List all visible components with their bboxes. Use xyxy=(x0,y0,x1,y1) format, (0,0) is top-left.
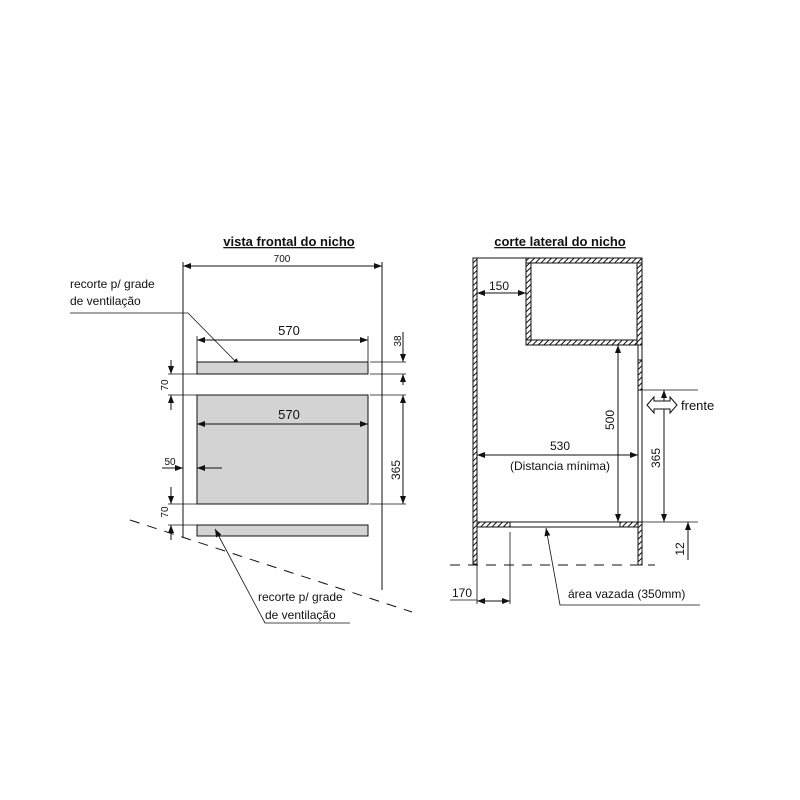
front-height-dimension: 365 xyxy=(649,448,663,468)
front-wall-mid xyxy=(637,359,643,391)
open-area-label: área vazada (350mm) xyxy=(568,587,685,601)
side-offset-dimension: 50 xyxy=(164,457,176,468)
shelf-rear xyxy=(476,521,511,528)
bottom-vent-label-line2: de ventilação xyxy=(265,608,336,622)
upper-box-back xyxy=(525,262,532,346)
upper-box-top xyxy=(525,257,643,264)
bottom-vent-label-line1: recorte p/ grade xyxy=(258,590,343,604)
oven-width-dimension: 570 xyxy=(278,407,300,422)
width-dimension: 700 xyxy=(274,254,291,265)
top-slot-height-dimension: 38 xyxy=(393,335,404,347)
rear-wall xyxy=(472,257,478,565)
open-area-leader xyxy=(544,527,700,606)
front-view-title: vista frontal do nicho xyxy=(223,234,355,249)
upper-box-bottom xyxy=(525,339,639,346)
rear-gap-dimension: 150 xyxy=(489,279,509,293)
height-dimension: 500 xyxy=(603,410,617,430)
shelf-open-area xyxy=(509,521,621,528)
top-vent-cutout xyxy=(196,361,369,375)
front-wall-gap xyxy=(637,344,643,361)
bottom-vent-leader xyxy=(214,528,350,624)
front-view: vista frontal do nicho 700 recorte p/ gr… xyxy=(70,234,413,624)
oven-height-dimension: 365 xyxy=(389,460,403,480)
top-gap-dimension: 70 xyxy=(160,379,171,391)
back-dimension: 170 xyxy=(452,586,472,600)
bottom-vent-cutout xyxy=(196,524,369,537)
top-vent-label-line2: de ventilação xyxy=(70,294,141,308)
slot-width-dimension: 570 xyxy=(278,323,300,338)
side-view-title: corte lateral do nicho xyxy=(494,234,626,249)
side-view: corte lateral do nicho 150 500 530 (Dist… xyxy=(450,234,714,606)
oven-cutout xyxy=(196,394,369,505)
front-label: frente xyxy=(681,398,714,413)
shelf-front xyxy=(619,521,639,528)
top-vent-leader xyxy=(70,312,241,367)
front-wall-upper xyxy=(636,262,643,346)
depth-note: (Distancia mínima) xyxy=(510,459,610,473)
front-wall-lower xyxy=(637,521,643,566)
depth-dimension: 530 xyxy=(550,439,570,453)
front-opening xyxy=(637,389,643,523)
shelf-height-dimension: 12 xyxy=(673,542,687,556)
double-arrow-icon xyxy=(646,395,678,415)
bottom-gap-dimension: 70 xyxy=(160,506,171,518)
floor-dashed-line xyxy=(129,519,413,613)
top-vent-label-line1: recorte p/ grade xyxy=(70,277,155,291)
